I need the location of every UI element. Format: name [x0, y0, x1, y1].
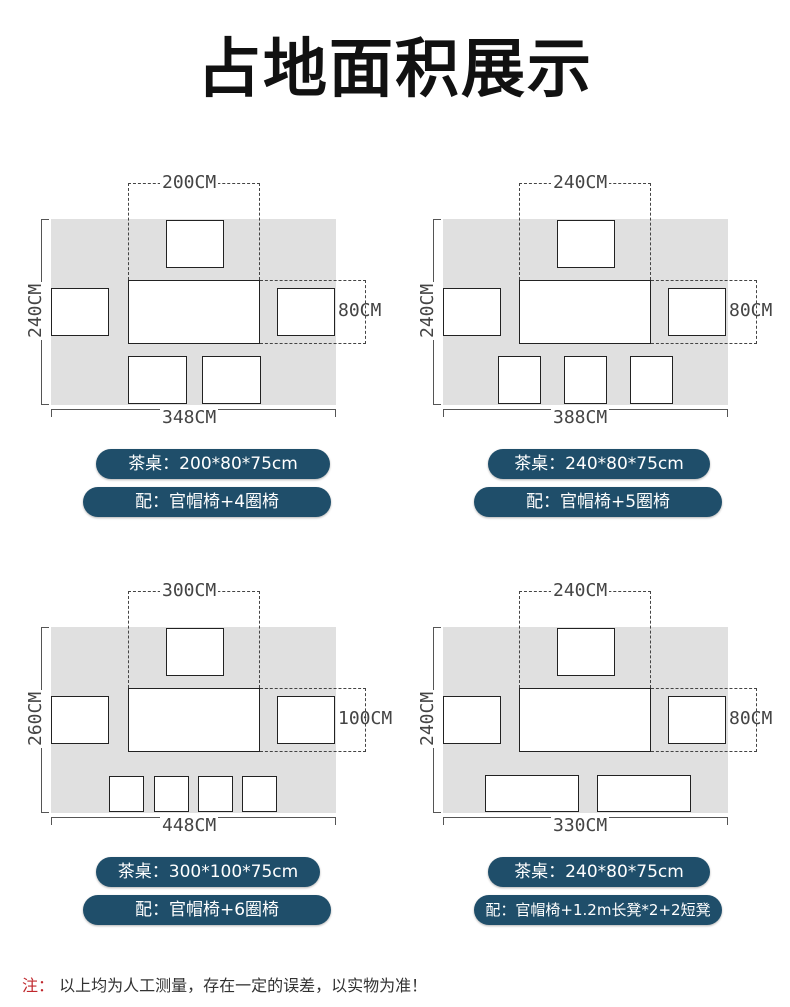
chair-right [277, 696, 335, 744]
table-depth-guide [260, 688, 366, 752]
chair-bottom [498, 356, 541, 404]
layout-panel-4: 240CM 80CM 240CM 330CM 茶桌：240*80*75cm 配：… [392, 408, 787, 925]
chair-left [51, 288, 109, 336]
chair-top [166, 220, 224, 268]
layout-panel-2: 240CM 80CM 240CM 388CM 茶桌：240*80*75cm 配：… [392, 0, 787, 517]
total-width-label: 330CM [551, 815, 610, 836]
tea-table [519, 688, 651, 752]
config-badge: 配：官帽椅+6圈椅 [83, 895, 331, 925]
depth-label: 80CM [338, 300, 382, 321]
height-label: 240CM [417, 281, 438, 340]
chair-left [51, 696, 109, 744]
depth-label: 80CM [729, 300, 773, 321]
chair-bottom [630, 356, 673, 404]
layout-panel-1: 200CM 80CM 240CM 348CM 茶桌：200*80*75cm 配：… [0, 0, 395, 517]
spec-badge: 茶桌：240*80*75cm [488, 857, 710, 887]
note-text: 以上均为人工测量，存在一定的误差，以实物为准！ [59, 976, 428, 995]
config-badge: 配：官帽椅+4圈椅 [83, 487, 331, 517]
note-label: 注： [22, 976, 55, 995]
depth-label: 100CM [338, 708, 393, 729]
table-width-label: 300CM [160, 580, 219, 601]
disclaimer-note: 注： 以上均为人工测量，存在一定的误差，以实物为准！ [22, 972, 427, 996]
chair-top [557, 220, 615, 268]
table-width-label: 200CM [160, 172, 219, 193]
tea-table [519, 280, 651, 344]
chair-bottom [198, 776, 233, 812]
tea-table [128, 280, 260, 344]
spec-badge: 茶桌：300*100*75cm [96, 857, 320, 887]
total-width-label: 348CM [160, 407, 219, 428]
table-depth-guide [651, 688, 757, 752]
height-label: 240CM [417, 689, 438, 748]
config-badge: 配：官帽椅+5圈椅 [474, 487, 722, 517]
chair-bottom [154, 776, 189, 812]
chair-right [668, 696, 726, 744]
chair-bottom [109, 776, 144, 812]
bench [485, 775, 579, 812]
chair-bottom [128, 356, 187, 404]
table-width-label: 240CM [551, 172, 610, 193]
chair-bottom [564, 356, 607, 404]
bench [597, 775, 691, 812]
spec-badge: 茶桌：200*80*75cm [96, 449, 330, 479]
height-label: 240CM [25, 281, 46, 340]
chair-bottom [242, 776, 277, 812]
chair-left [443, 288, 501, 336]
table-width-label: 240CM [551, 580, 610, 601]
page-title: 占地面积展示 [197, 32, 593, 107]
layout-panel-3: 300CM 100CM 260CM 448CM 茶桌：300*100*75cm … [0, 408, 395, 925]
tea-table [128, 688, 260, 752]
chair-top [166, 628, 224, 676]
chair-right [277, 288, 335, 336]
chair-right [668, 288, 726, 336]
config-badge: 配：官帽椅+1.2m长凳*2+2短凳 [474, 895, 722, 925]
total-width-label: 448CM [160, 815, 219, 836]
chair-top [557, 628, 615, 676]
chair-bottom [202, 356, 261, 404]
spec-badge: 茶桌：240*80*75cm [488, 449, 710, 479]
height-label: 260CM [25, 689, 46, 748]
total-width-label: 388CM [551, 407, 610, 428]
table-depth-guide [260, 280, 366, 344]
depth-label: 80CM [729, 708, 773, 729]
table-depth-guide [651, 280, 757, 344]
chair-left [443, 696, 501, 744]
